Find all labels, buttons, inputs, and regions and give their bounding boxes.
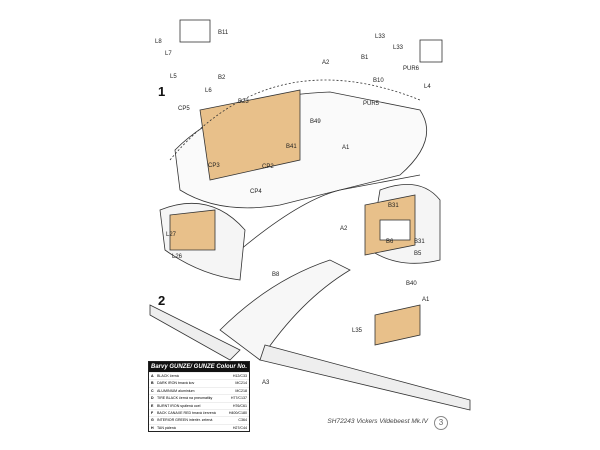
colour-k: D xyxy=(151,396,154,401)
page-number: 3 xyxy=(434,416,448,430)
label-b49: B49 xyxy=(310,119,321,125)
label-pur6: PUR6 xyxy=(403,66,420,72)
label-b31: B31 xyxy=(388,203,399,209)
label-pur5: PUR5 xyxy=(363,101,380,107)
label-a1: A1 xyxy=(422,297,430,303)
label-l4: L4 xyxy=(424,84,431,90)
step-number: 1 xyxy=(158,84,165,99)
label-cp3: CP3 xyxy=(208,163,220,169)
label-b23: B23 xyxy=(238,99,249,105)
label-b1: B1 xyxy=(361,55,369,61)
label-l33: L33 xyxy=(375,34,386,40)
label-a3: A3 xyxy=(262,380,270,386)
colour-k: E xyxy=(151,403,154,408)
colour-code: H12/C33 xyxy=(232,374,247,378)
colour-k: G xyxy=(151,418,154,423)
label-b31: B31 xyxy=(414,239,425,245)
label-b6: B6 xyxy=(386,239,394,245)
label-b40: B40 xyxy=(406,281,417,287)
colour-k: C xyxy=(151,388,154,393)
label-b41: B41 xyxy=(286,144,297,150)
label-a2: A2 xyxy=(322,60,330,66)
kit-title: SH72243 Vickers Vildebeest Mk.IV xyxy=(327,418,428,425)
colour-name: BACK CANAXE RED tmavá červená xyxy=(157,411,216,416)
colour-name: INTERIOR GREEN interiér. zelená xyxy=(157,418,213,423)
label-b11: B11 xyxy=(218,30,229,36)
label-l27: L27 xyxy=(166,232,177,238)
label-l33: L33 xyxy=(393,45,404,51)
colour-k: F xyxy=(151,411,154,416)
label-cp4: CP4 xyxy=(250,189,262,195)
colour-code: H76/C61 xyxy=(232,403,247,408)
label-cp2: CP2 xyxy=(262,164,274,170)
label-l8: L8 xyxy=(155,39,162,45)
colour-code: MC214 xyxy=(235,381,247,386)
label-b5: B5 xyxy=(414,251,422,257)
label-l35: L35 xyxy=(352,328,363,334)
colour-name: TAN pálená xyxy=(157,425,176,430)
colour-name: TIRE BLACK černá na pneumatiky xyxy=(157,396,213,401)
part-labels: L8 B11 L7 L5 B2 L6 A2 B23 CP5 B49 B41 CP… xyxy=(155,30,431,386)
colour-k: H xyxy=(151,425,154,430)
colour-name: DARK IRON tmavá kov xyxy=(157,381,195,386)
colour-name: BURNT IRON spálená ocel xyxy=(157,403,201,408)
label-l6: L6 xyxy=(205,88,212,94)
colour-k: A xyxy=(151,374,154,378)
label-b8: B8 xyxy=(272,272,280,278)
colour-code: H77/C137 xyxy=(230,396,247,401)
colour-table-title: Barvy GUNZE/ GUNZE Colour No. xyxy=(149,362,249,372)
colour-code: C364 xyxy=(238,418,247,423)
label-cp5: CP5 xyxy=(178,106,190,112)
label-a2: A2 xyxy=(340,226,348,232)
label-b2: B2 xyxy=(218,75,226,81)
label-l26: L26 xyxy=(172,254,183,260)
label-a1: A1 xyxy=(342,145,350,151)
colour-code: MC218 xyxy=(235,388,247,393)
colour-code: H27/C44 xyxy=(232,425,247,430)
label-l7: L7 xyxy=(165,51,172,57)
colour-name: ALUMINIUM aluminium xyxy=(157,388,195,393)
label-l5: L5 xyxy=(170,74,177,80)
colour-name: BLACK černá xyxy=(157,374,179,378)
colour-k: B xyxy=(151,381,154,386)
colour-code: H400/C180 xyxy=(228,411,247,416)
label-b10: B10 xyxy=(373,78,384,84)
step-number: 2 xyxy=(158,293,165,308)
